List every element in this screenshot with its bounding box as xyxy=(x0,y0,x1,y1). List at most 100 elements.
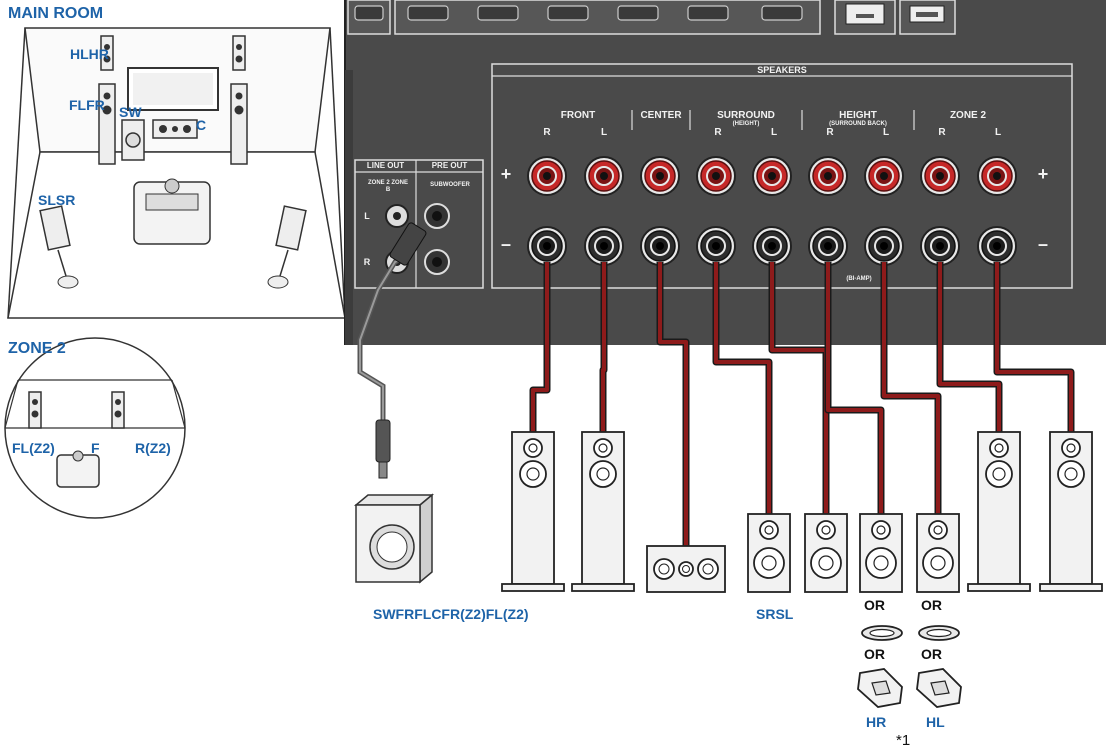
speaker-terminals xyxy=(527,156,1017,266)
positive-terminal xyxy=(752,156,792,196)
speaker-cable xyxy=(768,262,830,514)
surround-heading: SURROUND xyxy=(717,110,775,121)
in-ceiling-speaker-icon xyxy=(861,625,903,641)
height-speaker-icon xyxy=(100,35,114,71)
height-r: R xyxy=(826,127,834,138)
front-heading: FRONT xyxy=(560,110,596,121)
zone2-speaker-icon xyxy=(28,391,42,429)
or-label-1: OR xyxy=(864,597,885,613)
tower-speaker-icon xyxy=(501,431,565,592)
negative-terminal xyxy=(696,226,736,266)
speaker-cable xyxy=(880,262,942,514)
label-fl-z2: FL(Z2) xyxy=(12,440,55,456)
label-r-z2: R(Z2) xyxy=(135,440,171,456)
label-f: F xyxy=(91,440,100,456)
height-l: L xyxy=(882,127,890,138)
negative-terminal xyxy=(920,226,960,266)
hdmi-ports xyxy=(354,5,803,21)
negative-terminal xyxy=(752,226,792,266)
bookshelf-speaker-icon xyxy=(916,513,960,593)
surround-subheading: (HEIGHT) xyxy=(732,121,760,127)
subwoofer-pre-out-jack xyxy=(424,203,450,275)
zone2-title: ZONE 2 xyxy=(8,340,66,357)
bookshelf-speaker-icon xyxy=(804,513,848,593)
negative-terminal xyxy=(584,226,624,266)
or-label-4: OR xyxy=(921,646,942,662)
positive-terminal xyxy=(584,156,624,196)
center-speaker-icon xyxy=(152,119,198,139)
speaker-row xyxy=(501,431,1103,708)
pre-out-heading: PRE OUT xyxy=(431,161,468,170)
front-row-labels: SWFRFLCFR(Z2)FL(Z2) xyxy=(373,606,529,622)
label-slsr: SLSR xyxy=(38,192,76,208)
speaker-cable xyxy=(656,262,690,546)
in-ceiling-speaker-icon xyxy=(918,625,960,641)
speaker-cable xyxy=(936,262,1003,432)
zone2-room-illustration xyxy=(4,337,186,519)
front-l: L xyxy=(600,127,608,138)
label-hl: HL xyxy=(926,714,945,730)
label-flfr: FLFR xyxy=(69,97,105,113)
surround-speaker-icon xyxy=(267,205,307,289)
negative-terminal xyxy=(864,226,904,266)
line-pre-out-block xyxy=(354,159,484,289)
speaker-cable xyxy=(824,262,885,514)
height-module-speaker-icon xyxy=(916,668,962,708)
zone2-r: R xyxy=(938,127,946,138)
speaker-cable xyxy=(993,262,1075,432)
tower-speaker-icon xyxy=(1039,431,1103,592)
bookshelf-speaker-icon xyxy=(859,513,903,593)
front-speaker-icon xyxy=(98,83,116,165)
zone2-l: L xyxy=(994,127,1002,138)
surround-r: R xyxy=(714,127,722,138)
subwoofer-out-label: SUBWOOFER xyxy=(430,182,470,188)
positive-terminal xyxy=(864,156,904,196)
speakers-heading: SPEAKERS xyxy=(757,65,807,75)
main-room-illustration xyxy=(7,27,346,319)
main-room-title: MAIN ROOM xyxy=(8,5,104,22)
positive-terminal xyxy=(696,156,736,196)
speaker-cable xyxy=(529,262,551,432)
label-hr: HR xyxy=(866,714,887,730)
speakers-block xyxy=(491,63,1073,289)
or-label-2: OR xyxy=(921,597,942,613)
tower-speaker-icon xyxy=(967,431,1031,592)
line-out-heading: LINE OUT xyxy=(366,161,405,170)
negative-terminal xyxy=(977,226,1017,266)
zone2-sofa-icon xyxy=(56,450,100,488)
zone2-speaker-icon xyxy=(111,391,125,429)
zone2-zoneb-label: ZONE 2 ZONE B xyxy=(367,180,408,193)
plus-right: + xyxy=(1037,164,1049,184)
label-hlhr: HLHR xyxy=(70,46,109,62)
height-subheading: (SURROUND BACK) xyxy=(829,121,887,127)
plus-left: + xyxy=(500,164,512,184)
footnote-mark: *1 xyxy=(896,732,911,749)
height-module-speaker-icon xyxy=(857,668,903,708)
positive-terminal xyxy=(977,156,1017,196)
surround-labels: SRSL xyxy=(756,606,794,622)
front-r: R xyxy=(543,127,551,138)
zone2-heading: ZONE 2 xyxy=(949,110,987,121)
negative-terminal xyxy=(808,226,848,266)
negative-terminal xyxy=(527,226,567,266)
positive-terminal xyxy=(640,156,680,196)
bookshelf-speaker-icon xyxy=(747,513,791,593)
sofa-icon xyxy=(133,178,211,245)
or-label-3: OR xyxy=(864,646,885,662)
minus-right: – xyxy=(1037,234,1048,254)
surround-speaker-icon xyxy=(39,205,79,289)
center-heading: CENTER xyxy=(640,110,682,121)
speaker-cable xyxy=(712,262,773,514)
height-speaker-icon xyxy=(232,35,246,71)
label-c: C xyxy=(196,117,207,133)
negative-terminal xyxy=(640,226,680,266)
positive-terminal xyxy=(920,156,960,196)
positive-terminal xyxy=(808,156,848,196)
label-sw: SW xyxy=(119,104,142,120)
front-speaker-icon xyxy=(230,83,248,165)
height-heading: HEIGHT xyxy=(839,110,877,121)
surround-l: L xyxy=(770,127,778,138)
positive-terminal xyxy=(527,156,567,196)
tower-speaker-icon xyxy=(571,431,635,592)
